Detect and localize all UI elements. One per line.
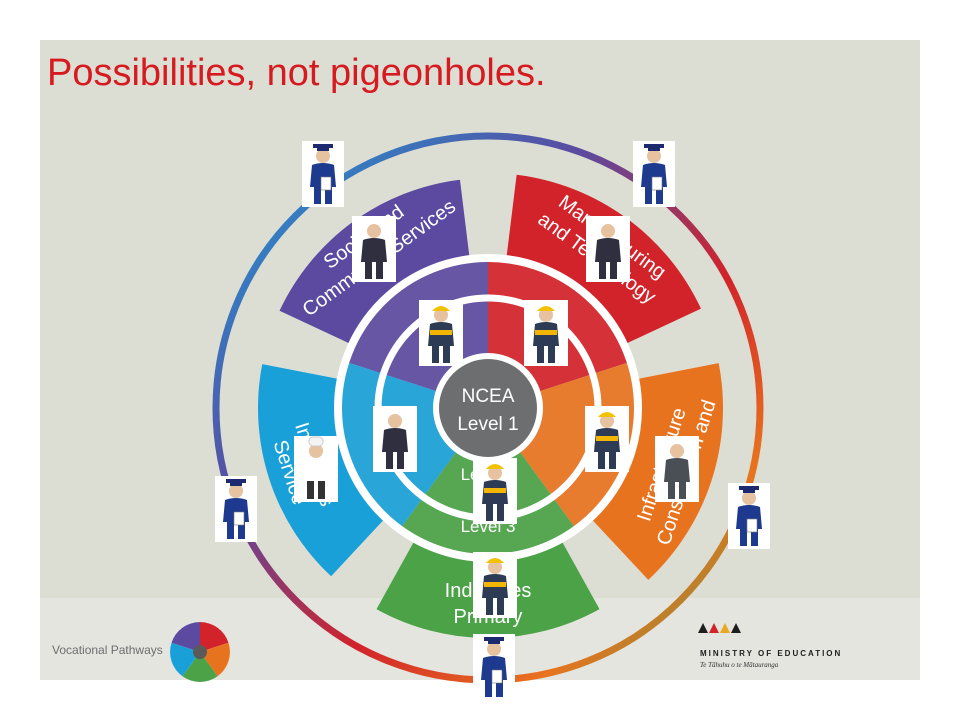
delivery-worker-figure <box>473 458 517 524</box>
graduate-figure <box>302 141 344 207</box>
ministry-of-education-logo <box>698 623 741 633</box>
office-worker-figure <box>373 406 417 472</box>
moe-name: MINISTRY OF EDUCATION <box>700 649 843 658</box>
center-label-line: NCEA <box>462 386 515 407</box>
vocational-pathways-logo <box>170 622 230 683</box>
graduate-figure <box>215 476 257 542</box>
chef-figure <box>294 436 338 502</box>
builder-figure <box>524 300 568 366</box>
graduate-figure <box>633 141 675 207</box>
center-label-line: Level 1 <box>457 414 518 435</box>
supervisor-figure <box>655 436 699 502</box>
social-worker-figure <box>352 216 396 282</box>
center-circle <box>433 353 543 463</box>
engineer-figure <box>586 216 630 282</box>
tradesperson-figure <box>585 406 629 472</box>
moe-tagline: Te Tāhuhu o te Mātauranga <box>700 661 779 669</box>
vocational-pathways-label: Vocational Pathways <box>52 643 163 657</box>
graduate-figure <box>728 483 770 549</box>
graduate-figure <box>473 634 515 700</box>
slide-title: Possibilities, not pigeonholes. <box>47 52 546 94</box>
firefighter-figure <box>419 300 463 366</box>
farmer-figure <box>473 552 517 618</box>
